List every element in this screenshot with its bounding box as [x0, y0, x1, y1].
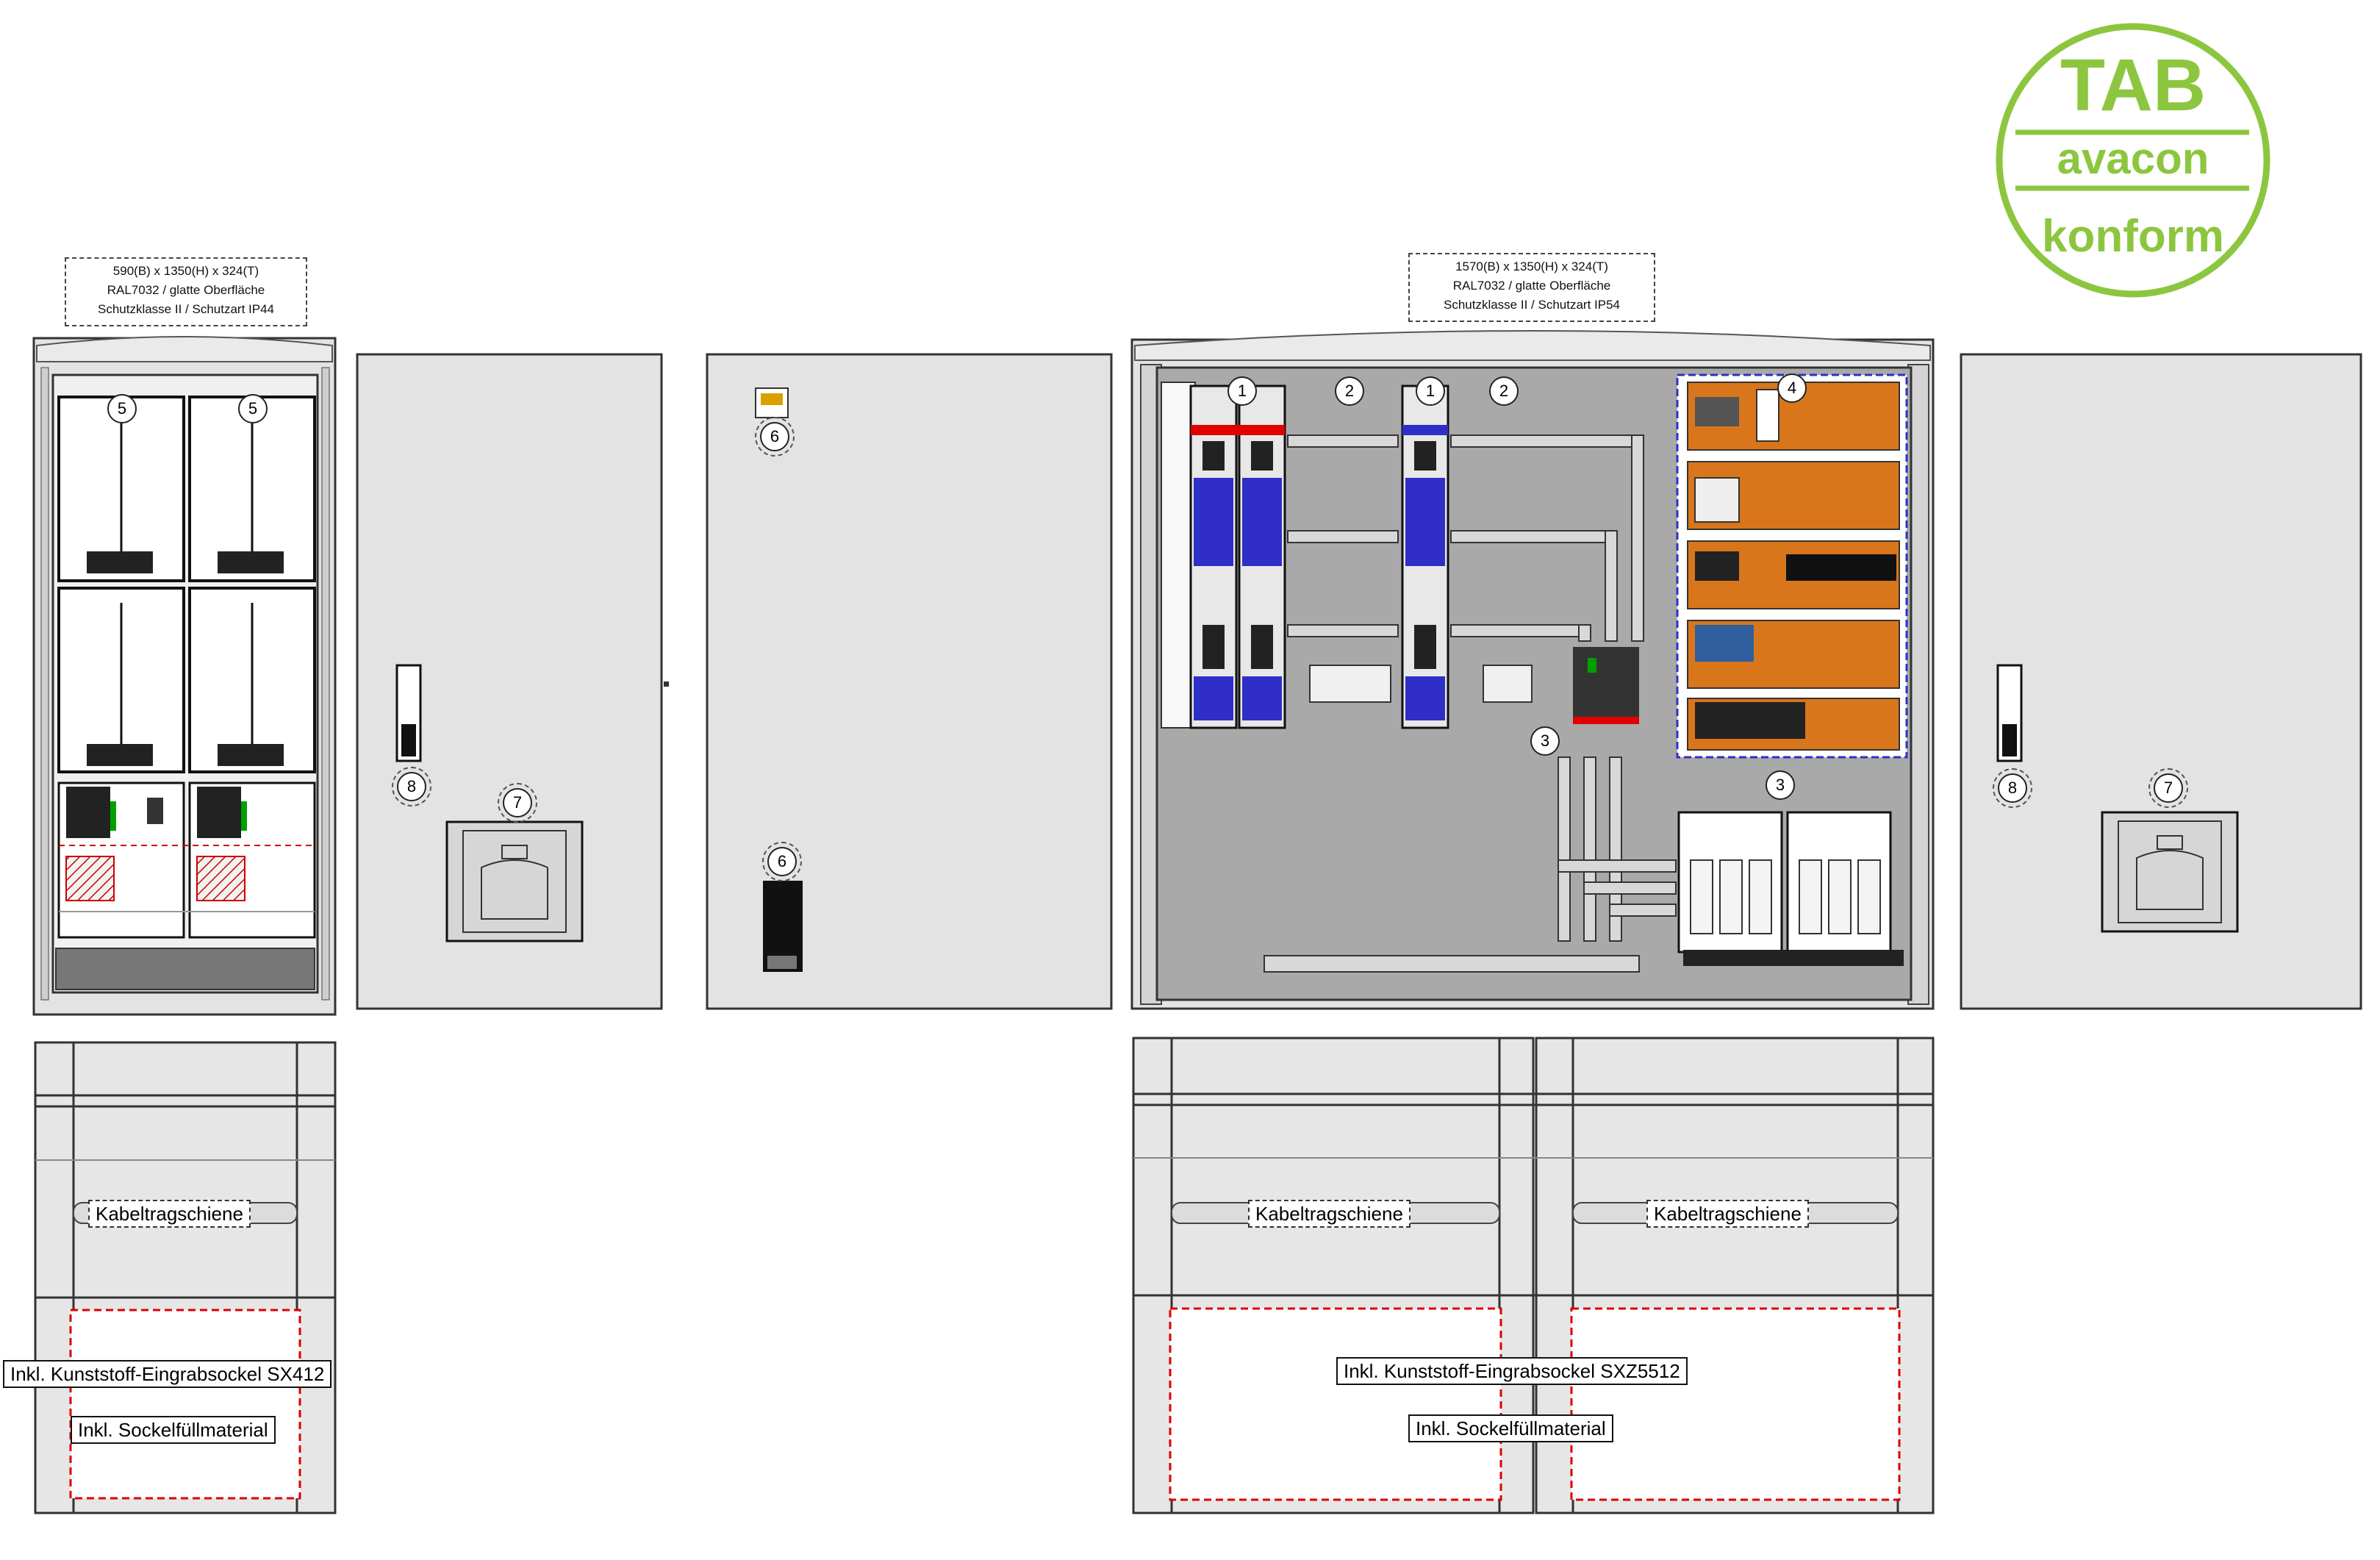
left-spec-dimensions: 590(B) x 1350(H) x 324(T): [112, 264, 259, 278]
left-base: [34, 1041, 337, 1514]
busbars: [1264, 434, 1677, 973]
right-base-label: Inkl. Kunststoff-Eingrabsockel SXZ5512: [1336, 1357, 1688, 1385]
nh-fuse-bases: [1677, 811, 1904, 966]
marker-6-bottom: 6: [762, 842, 802, 881]
left-cable-rail-label: Kabeltragschiene: [88, 1200, 251, 1228]
marker-5-left-b: 5: [238, 394, 268, 423]
marker-2-b: 2: [1489, 376, 1519, 406]
right-fill-label: Inkl. Sockelfüllmaterial: [1408, 1414, 1613, 1442]
right-base: [1132, 1037, 1935, 1514]
right-cabinet-door: [1960, 353, 2362, 1010]
marker-1-a: 1: [1227, 376, 1257, 406]
left-spec-protection: Schutzklasse II / Schutzart IP44: [97, 302, 274, 316]
marker-3-a: 3: [1530, 726, 1560, 756]
marker-7-right-door: 7: [2148, 768, 2188, 808]
marker-3-b: 3: [1766, 770, 1795, 800]
inner-door: [706, 353, 1113, 1010]
terminal-field: [1676, 373, 1908, 759]
left-spec-color: RAL7032 / glatte Oberfläche: [107, 283, 265, 297]
marker-4: 4: [1777, 373, 1807, 403]
marker-6-top: 6: [755, 417, 795, 457]
logo-middle-text: avacon: [2057, 134, 2209, 183]
right-cabinet-spec: 1570(B) x 1350(H) x 324(T) RAL7032 / gla…: [1408, 253, 1655, 322]
fuse-switches: [1161, 382, 1449, 729]
logo-bottom-text: konform: [2042, 211, 2224, 262]
marker-7-left-door: 7: [498, 783, 537, 823]
marker-8-right-door: 8: [1993, 768, 2032, 808]
left-base-label: Inkl. Kunststoff-Eingrabsockel SX412: [3, 1360, 332, 1388]
right-spec-color: RAL7032 / glatte Oberfläche: [1452, 279, 1611, 293]
right-spec-dimensions: 1570(B) x 1350(H) x 324(T): [1455, 260, 1608, 273]
right-spec-protection: Schutzklasse II / Schutzart IP54: [1443, 298, 1620, 312]
left-fill-label: Inkl. Sockelfüllmaterial: [71, 1416, 276, 1444]
right-cable-rail-label-a: Kabeltragschiene: [1248, 1200, 1411, 1228]
tab-konform-logo: TAB avacon konform: [1996, 23, 2270, 298]
left-cabinet-spec: 590(B) x 1350(H) x 324(T) RAL7032 / glat…: [65, 257, 307, 326]
logo-top-text: TAB: [2060, 44, 2206, 126]
left-cabinet-door: [356, 353, 669, 1010]
marker-8-left-door: 8: [392, 767, 431, 806]
right-cable-rail-label-b: Kabeltragschiene: [1646, 1200, 1809, 1228]
marker-2-a: 2: [1335, 376, 1364, 406]
marker-1-b: 1: [1416, 376, 1445, 406]
marker-5-left-a: 5: [107, 394, 137, 423]
